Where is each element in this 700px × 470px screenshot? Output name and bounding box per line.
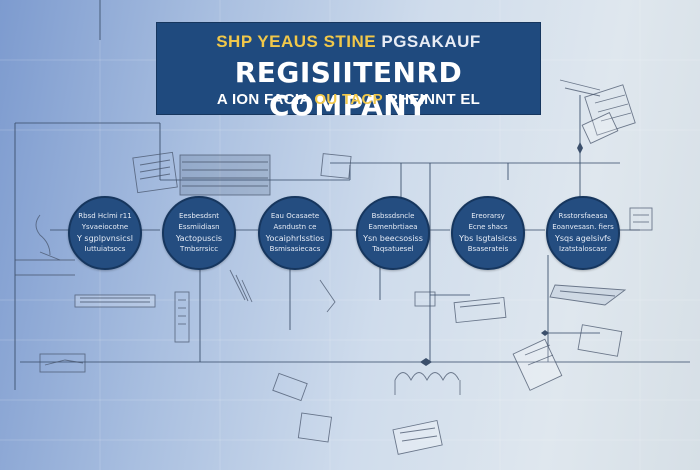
- step-node-text: Tmbsrrsicc: [179, 245, 219, 253]
- step-node-text: Ysvaeiocotne: [81, 223, 129, 231]
- step-node-text: Eamenbrtiaea: [368, 223, 418, 231]
- step-node-text: Eau Ocasaete: [270, 212, 320, 220]
- step-node-text: Bsaserateis: [467, 245, 509, 253]
- title-line3-yellow: OU TACP: [314, 91, 383, 108]
- step-node-4: Bsbssdsncle Eamenbrtiaea Ysn beecsosiss …: [356, 196, 430, 270]
- title-line3-white-b: RHEINNT EL: [387, 91, 481, 108]
- step-node-text: Asndustn ce: [273, 223, 317, 231]
- step-node-5: Ereorarsy Ecne shacs Ybs Isgtalsicss Bsa…: [451, 196, 525, 270]
- step-node-2: Eesbesdsnt Essmiidiasn Yactopuscis Tmbsr…: [162, 196, 236, 270]
- step-node-1: Rbsd Hclmi r11 Ysvaeiocotne Y sgplpvnsic…: [68, 196, 142, 270]
- step-node-text: Ysqs agelsivfs: [554, 234, 612, 243]
- step-node-text: Iuttuiatsocs: [84, 245, 126, 253]
- step-node-text: Eesbesdsnt: [178, 212, 220, 220]
- step-node-3: Eau Ocasaete Asndustn ce Yocaiphrlsstios…: [258, 196, 332, 270]
- title-line1: SHP YEAUS STINE PGSAKAUF: [157, 32, 540, 52]
- title-line1-yellow: SHP YEAUS STINE: [216, 32, 377, 51]
- step-node-text: Ereorarsy: [471, 212, 505, 220]
- step-node-text: Bsbssdsncle: [371, 212, 415, 220]
- step-node-text: Taqsatuesel: [372, 245, 414, 253]
- step-node-text: Ybs Isgtalsicss: [459, 234, 517, 243]
- step-node-text: Essmiidiasn: [178, 223, 220, 231]
- title-line3: A ION FACIA OU TACP RHEINNT EL: [157, 91, 540, 108]
- connector-lines: [14, 0, 690, 390]
- title-line3-white-a: A ION FACIA: [216, 91, 310, 108]
- diamond-markers: [420, 142, 583, 366]
- step-node-text: Izatstaloscasr: [559, 245, 607, 253]
- step-node-text: Bsmisasiecacs: [269, 245, 321, 253]
- step-node-6: Rsstorsfaeasa Eoanvesasn. fiers Ysqs age…: [546, 196, 620, 270]
- step-node-text: Rbsd Hclmi r11: [78, 212, 132, 220]
- title-main: REGISIITENRD COMPANY: [234, 56, 463, 122]
- step-node-text: Rsstorsfaeasa: [558, 212, 608, 220]
- step-node-text: Yactopuscis: [175, 234, 223, 243]
- step-node-text: Ecne shacs: [468, 223, 508, 231]
- step-node-text: Eoanvesasn. fiers: [552, 223, 614, 231]
- step-node-text: Ysn beecsosiss: [363, 234, 423, 243]
- step-node-text: Y sgplpvnsicsl: [76, 234, 134, 243]
- title-line1-white: PGSAKAUF: [381, 32, 481, 51]
- sketch-doodles: [15, 79, 653, 455]
- title-banner: SHP YEAUS STINE PGSAKAUF REGISIITENRD CO…: [156, 22, 541, 122]
- step-node-text: Yocaiphrlsstios: [265, 234, 325, 243]
